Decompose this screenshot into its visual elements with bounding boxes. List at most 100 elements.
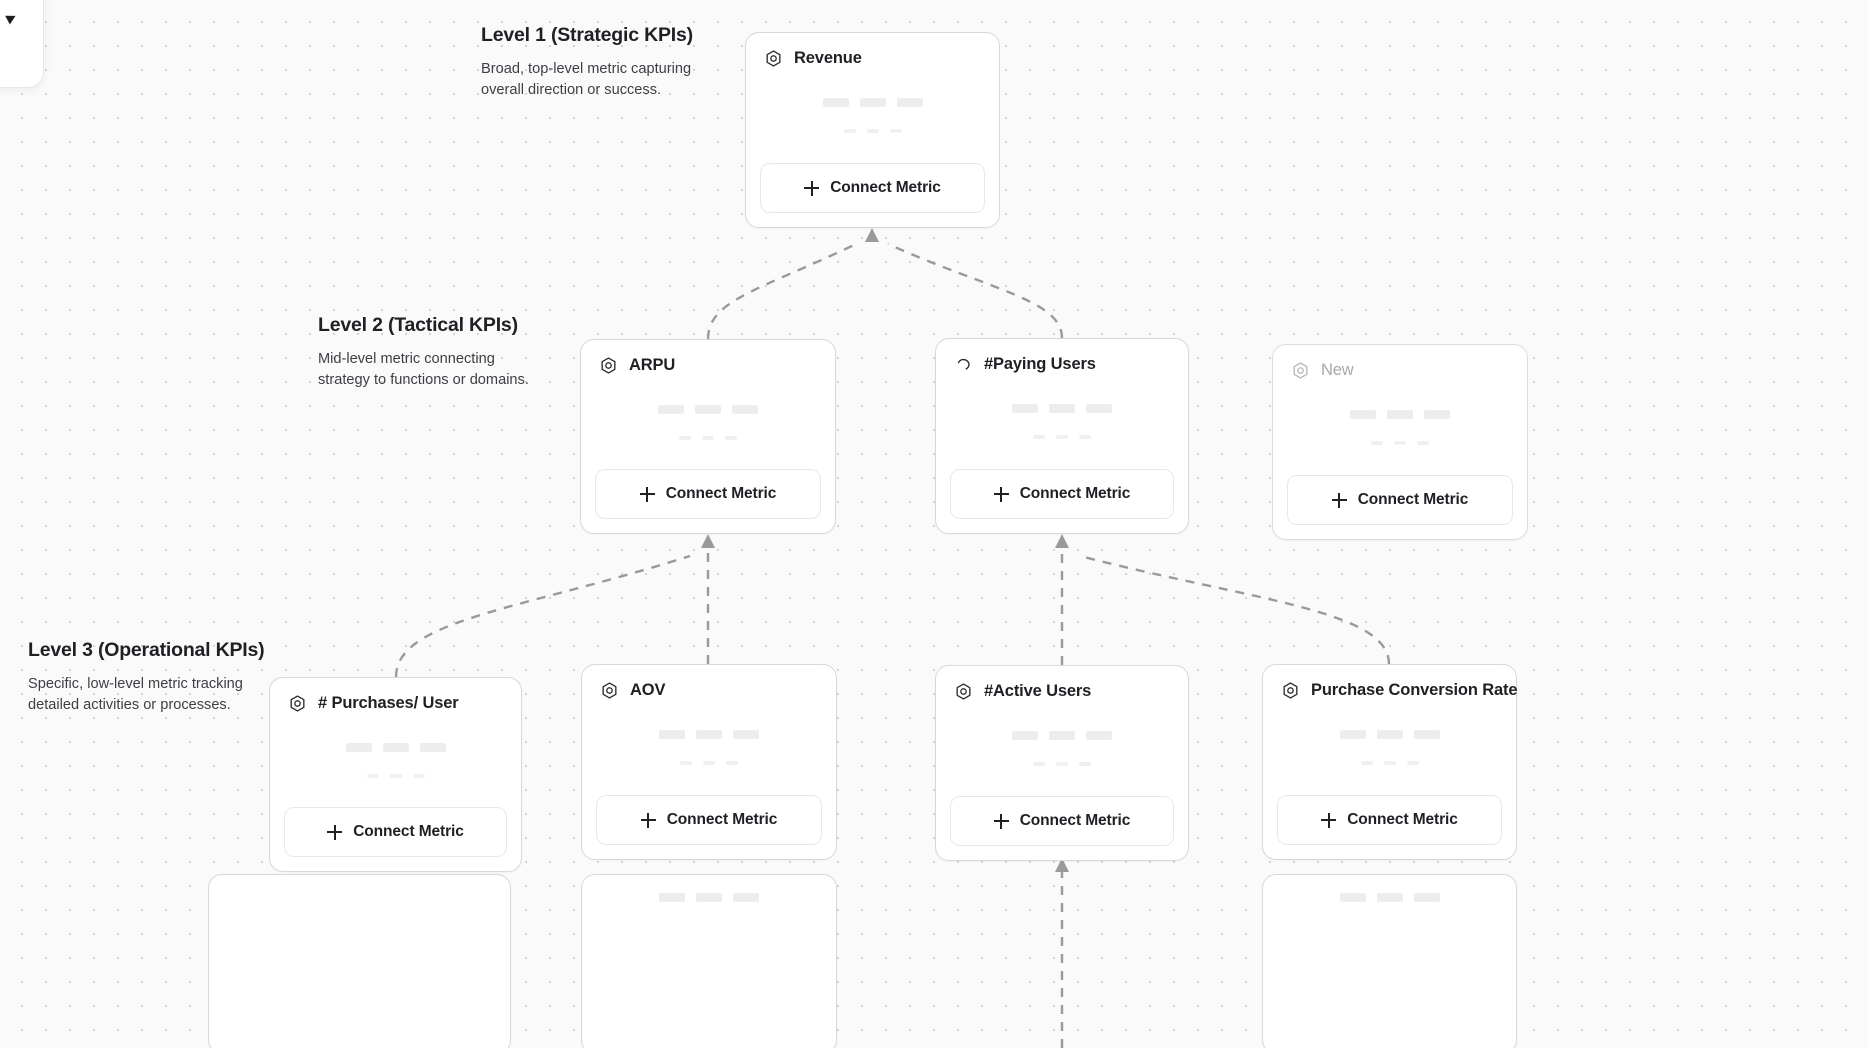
plus-icon bbox=[993, 486, 1009, 502]
level-label-2: Level 2 (Tactical KPIs) Mid-level metric… bbox=[318, 314, 533, 390]
corner-panel[interactable] bbox=[0, 0, 44, 88]
skeleton-bar bbox=[345, 742, 372, 752]
skeleton-row-secondary bbox=[1360, 761, 1419, 765]
skeleton-bar bbox=[695, 404, 721, 414]
skeleton-bar bbox=[366, 773, 379, 778]
skeleton-bar bbox=[419, 742, 446, 752]
connect-metric-label: Connect Metric bbox=[1347, 811, 1458, 828]
loading-spinner-icon bbox=[957, 358, 970, 370]
skeleton-bar bbox=[1387, 410, 1413, 419]
card-skeleton-body bbox=[581, 375, 835, 469]
connect-metric-button[interactable]: Connect Metric bbox=[1287, 475, 1513, 525]
edge-pcr-paying-users bbox=[1079, 554, 1391, 665]
card-title: ARPU bbox=[629, 356, 676, 374]
connect-metric-label: Connect Metric bbox=[830, 179, 941, 196]
skeleton-bar bbox=[859, 98, 886, 107]
plus-icon bbox=[1321, 812, 1337, 828]
connect-metric-label: Connect Metric bbox=[1357, 491, 1469, 508]
skeleton-bar bbox=[733, 730, 759, 739]
card-header: AOV bbox=[582, 665, 836, 700]
card-title: #Active Users bbox=[984, 682, 1092, 700]
plus-icon bbox=[1331, 492, 1347, 508]
metric-card-arpu[interactable]: ARPU Connect Metric bbox=[580, 339, 836, 534]
edge-arpu-revenue bbox=[706, 242, 857, 340]
skeleton-row-primary bbox=[1339, 893, 1440, 902]
metric-card-partial-bottom-middle[interactable] bbox=[581, 874, 837, 1048]
connect-metric-button[interactable]: Connect Metric bbox=[596, 795, 822, 845]
skeleton-row-primary bbox=[658, 404, 758, 414]
card-header: ARPU bbox=[581, 340, 835, 375]
card-title: #Paying Users bbox=[984, 355, 1096, 373]
connect-metric-label: Connect Metric bbox=[353, 823, 464, 840]
metric-card-revenue[interactable]: Revenue Connect Metric bbox=[745, 32, 1000, 228]
skeleton-row-primary bbox=[1012, 731, 1112, 740]
plus-icon bbox=[804, 180, 820, 196]
skeleton-bar bbox=[1350, 410, 1376, 419]
hexagon-icon bbox=[1293, 362, 1308, 379]
metric-card-purchase-conversion-rate[interactable]: Purchase Conversion Rate Connect Metric bbox=[1262, 664, 1518, 860]
hexagon-icon bbox=[766, 50, 781, 67]
card-skeleton-body bbox=[582, 700, 836, 795]
metric-card-paying-users[interactable]: #Paying Users Connect Metric bbox=[935, 338, 1189, 534]
card-title: Revenue bbox=[794, 49, 862, 67]
card-skeleton-body bbox=[936, 701, 1188, 796]
skeleton-bar bbox=[896, 98, 923, 107]
connect-metric-button[interactable]: Connect Metric bbox=[950, 469, 1174, 519]
skeleton-bar bbox=[382, 742, 409, 752]
card-skeleton-body bbox=[1263, 875, 1516, 1048]
metric-card-active-users[interactable]: #Active Users Connect Metric bbox=[935, 665, 1189, 861]
skeleton-bar bbox=[733, 893, 759, 902]
edge-purchases-arpu bbox=[394, 554, 691, 678]
level-1-title: Level 1 (Strategic KPIs) bbox=[481, 24, 693, 46]
card-skeleton-body bbox=[746, 68, 999, 163]
skeleton-bar bbox=[1417, 441, 1429, 445]
skeleton-row-primary bbox=[1350, 410, 1450, 419]
arrowhead-arpu bbox=[701, 534, 715, 548]
level-3-title: Level 3 (Operational KPIs) bbox=[28, 639, 265, 661]
skeleton-bar bbox=[1406, 761, 1419, 765]
level-1-description: Broad, top-level metric capturing overal… bbox=[481, 61, 692, 98]
metric-card-aov[interactable]: AOV Connect Metric bbox=[581, 664, 837, 860]
skeleton-bar bbox=[1079, 762, 1091, 766]
connect-metric-button[interactable]: Connect Metric bbox=[1277, 795, 1502, 845]
skeleton-bar bbox=[680, 761, 692, 765]
skeleton-bar bbox=[658, 404, 684, 414]
card-header: #Active Users bbox=[936, 666, 1188, 701]
card-title: New bbox=[1321, 361, 1354, 379]
skeleton-bar bbox=[1049, 404, 1075, 413]
metric-card-partial-bottom-right[interactable] bbox=[1262, 874, 1517, 1048]
hexagon-icon bbox=[290, 695, 305, 712]
cursor-icon bbox=[5, 11, 18, 25]
connect-metric-button[interactable]: Connect Metric bbox=[595, 469, 821, 519]
card-skeleton-body bbox=[936, 374, 1188, 469]
connect-metric-button[interactable]: Connect Metric bbox=[950, 796, 1174, 846]
plus-icon bbox=[993, 813, 1009, 829]
skeleton-bar bbox=[1394, 441, 1406, 445]
metric-card-purchases-per-user[interactable]: # Purchases/ User Connect Metric bbox=[269, 677, 522, 872]
skeleton-bar bbox=[1056, 435, 1068, 439]
skeleton-bar bbox=[1033, 435, 1045, 439]
connect-metric-button[interactable]: Connect Metric bbox=[760, 163, 985, 213]
skeleton-bar bbox=[1049, 731, 1075, 740]
skeleton-bar bbox=[1371, 441, 1383, 445]
arrowhead-revenue-left bbox=[865, 228, 879, 242]
card-skeleton-body bbox=[270, 713, 521, 807]
card-header: New bbox=[1273, 345, 1527, 380]
level-3-description: Specific, low-level metric tracking deta… bbox=[28, 676, 243, 713]
plus-icon bbox=[327, 824, 343, 840]
skeleton-row-secondary bbox=[1371, 441, 1429, 445]
skeleton-bar bbox=[822, 98, 849, 107]
plus-icon bbox=[640, 812, 656, 828]
skeleton-row-primary bbox=[822, 98, 923, 107]
level-2-description: Mid-level metric connecting strategy to … bbox=[318, 351, 529, 388]
hexagon-icon bbox=[1283, 682, 1298, 699]
metric-card-new[interactable]: New Connect Metric bbox=[1272, 344, 1528, 540]
skeleton-bar bbox=[732, 404, 758, 414]
skeleton-row-secondary bbox=[843, 129, 902, 133]
skeleton-bar bbox=[1413, 730, 1440, 739]
card-header: Revenue bbox=[746, 33, 999, 68]
metric-card-partial-bottom-left[interactable] bbox=[208, 874, 511, 1048]
connect-metric-button[interactable]: Connect Metric bbox=[284, 807, 507, 857]
skeleton-bar bbox=[1033, 762, 1045, 766]
